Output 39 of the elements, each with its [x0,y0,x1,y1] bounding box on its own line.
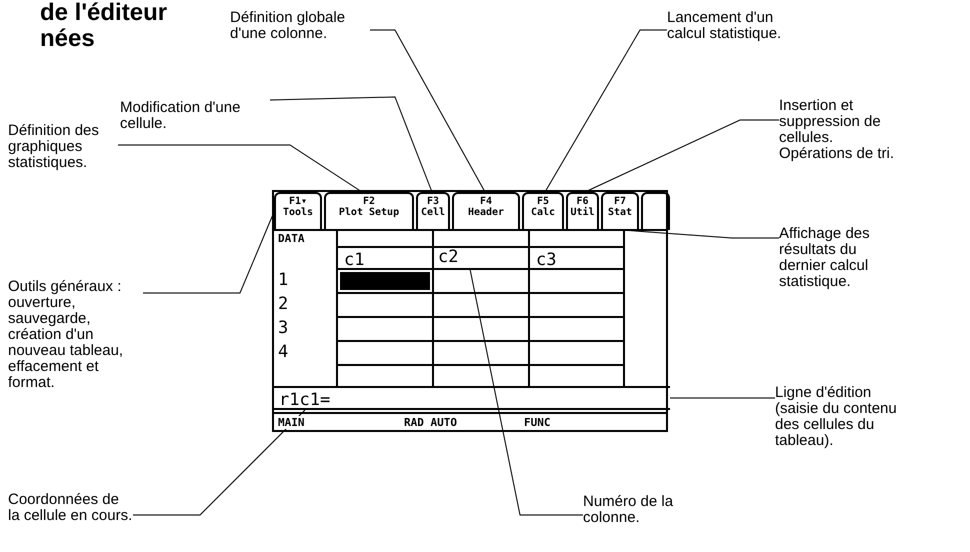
menu-tab: F6 Util [566,192,599,230]
row-number: 4 [278,342,288,362]
row-number: 1 [278,270,288,290]
callout-text: Numéro de la colonne. [583,494,688,526]
callout-text: Lancement d'un calcul statistique. [667,10,807,42]
leader-line [544,30,668,192]
row-number: 2 [278,294,288,314]
menu-tab [641,192,670,230]
column-header: c2 [435,247,531,269]
leader-line [370,30,486,192]
row-number: 3 [278,318,288,338]
cell-coordinates: r1c1= [276,390,336,410]
title: de l'éditeur nées [40,0,168,52]
callout-text: Définition globale d'une colonne. [230,10,370,42]
callout-text: Modification d'une cellule. [120,100,270,132]
menu-tab: F3 Cell [416,192,450,230]
sheet-label: DATA [278,232,304,245]
column-header: c1 [344,250,364,270]
menu-tab: F2 Plot Setup [324,192,414,230]
callout-text: Définition des graphiques statistiques. [8,123,118,171]
status-text: MAIN [278,416,304,429]
callout-text: Insertion et suppression de cellules. Opérations de tri. [779,98,904,162]
column-header: c3 [536,250,556,270]
callout-text: Ligne d'édition (saisie du contenu des cellules du tableau). [775,385,915,449]
callout-text: Coordonnées de la cellule en cours. [8,492,133,524]
status-text: FUNC [524,416,550,429]
leader-line [132,410,306,516]
menu-tab: F7 Stat [601,192,639,230]
callout-text: Outils généraux : ouverture, sauvegarde, création d'un nouveau tableau, effacement et format. [8,279,143,391]
leader-line [470,268,584,516]
menu-tab: F1▾ Tools [274,192,322,230]
leader-line [118,144,362,192]
edit-line [274,386,670,410]
callout-text: Affichage des résultats du dernier calcul statistique. [779,226,904,290]
calculator-screen [272,190,668,432]
leader-line [270,96,432,192]
status-text: RAD AUTO [404,416,457,429]
menu-tab: F5 Calc [522,192,564,230]
menu-tab: F4 Header [452,192,520,230]
